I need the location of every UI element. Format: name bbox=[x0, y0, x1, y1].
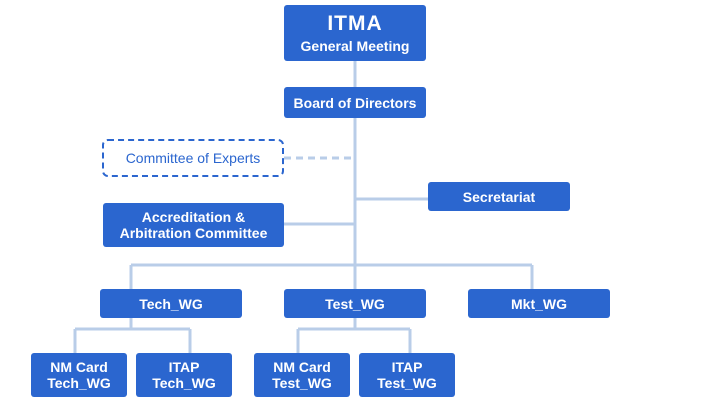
mkt-wg-box: Mkt_WG bbox=[468, 289, 610, 318]
test-wg-label: Test_WG bbox=[325, 295, 385, 312]
itap-tech-wg-box: ITAP Tech_WG bbox=[136, 353, 232, 397]
nm-card-tech-wg-box: NM Card Tech_WG bbox=[31, 353, 127, 397]
general-meeting-box: ITMA General Meeting bbox=[284, 5, 426, 61]
itap-tech-line1: ITAP bbox=[168, 359, 200, 375]
itma-logo: ITMA bbox=[327, 11, 383, 35]
secretariat-label: Secretariat bbox=[462, 188, 536, 205]
accreditation-arbitration-box: Accreditation & Arbitration Committee bbox=[103, 203, 284, 247]
itap-test-line1: ITAP bbox=[391, 359, 423, 375]
board-of-directors-label: Board of Directors bbox=[293, 94, 417, 111]
test-wg-box: Test_WG bbox=[284, 289, 426, 318]
accreditation-line2: Arbitration Committee bbox=[119, 225, 268, 241]
nm-card-test-wg-box: NM Card Test_WG bbox=[254, 353, 350, 397]
itap-tech-line2: Tech_WG bbox=[152, 375, 216, 391]
nm-card-test-line1: NM Card bbox=[273, 359, 331, 375]
secretariat-box: Secretariat bbox=[428, 182, 570, 211]
itap-test-line2: Test_WG bbox=[377, 375, 437, 391]
nm-card-test-line2: Test_WG bbox=[272, 375, 332, 391]
nm-card-tech-line1: NM Card bbox=[50, 359, 108, 375]
accreditation-line1: Accreditation & bbox=[141, 209, 246, 225]
mkt-wg-label: Mkt_WG bbox=[511, 295, 567, 312]
tech-wg-box: Tech_WG bbox=[100, 289, 242, 318]
nm-card-tech-line2: Tech_WG bbox=[47, 375, 111, 391]
general-meeting-label: General Meeting bbox=[300, 37, 410, 54]
tech-wg-label: Tech_WG bbox=[139, 295, 203, 312]
board-of-directors-box: Board of Directors bbox=[284, 87, 426, 118]
committee-of-experts-box: Committee of Experts bbox=[102, 139, 284, 177]
committee-of-experts-label: Committee of Experts bbox=[125, 150, 261, 166]
itap-test-wg-box: ITAP Test_WG bbox=[359, 353, 455, 397]
